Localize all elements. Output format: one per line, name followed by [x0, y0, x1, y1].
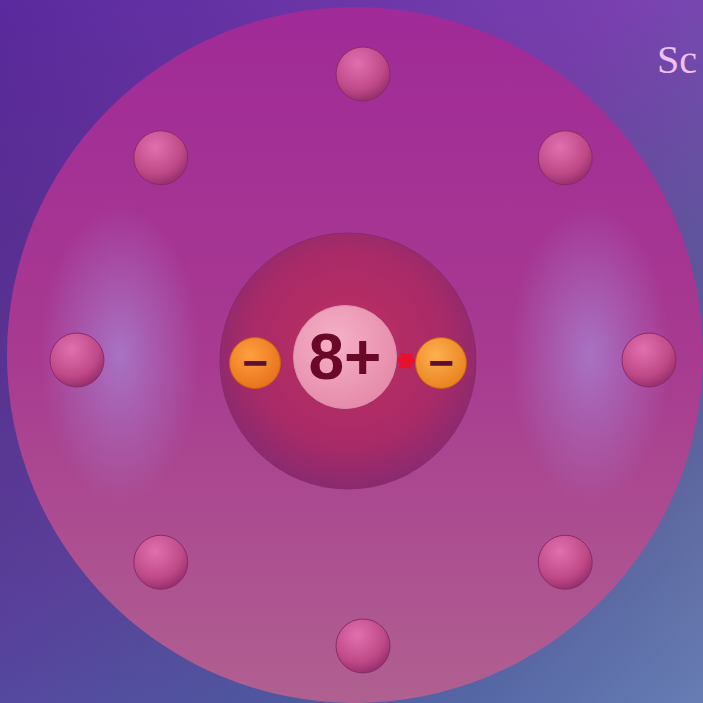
charge-sign: −	[428, 341, 454, 385]
outer-electron	[50, 333, 104, 387]
inner-shell	[220, 233, 476, 489]
watermark: Sc	[657, 36, 697, 83]
electron: −	[229, 337, 281, 389]
outer-electron	[336, 619, 390, 673]
outer-electrons	[50, 47, 676, 673]
outer-electron	[134, 535, 188, 589]
nucleus: 8+	[293, 305, 397, 409]
outer-shell	[7, 7, 703, 703]
arrow-connector	[399, 359, 413, 363]
outer-electron	[622, 333, 676, 387]
outer-electron	[538, 535, 592, 589]
outer-electron	[134, 131, 188, 185]
outer-electron	[538, 131, 592, 185]
charge-label: 8+	[309, 325, 382, 389]
outer-electron	[336, 47, 390, 101]
charge-sign: −	[242, 341, 268, 385]
electron: −	[415, 337, 467, 389]
